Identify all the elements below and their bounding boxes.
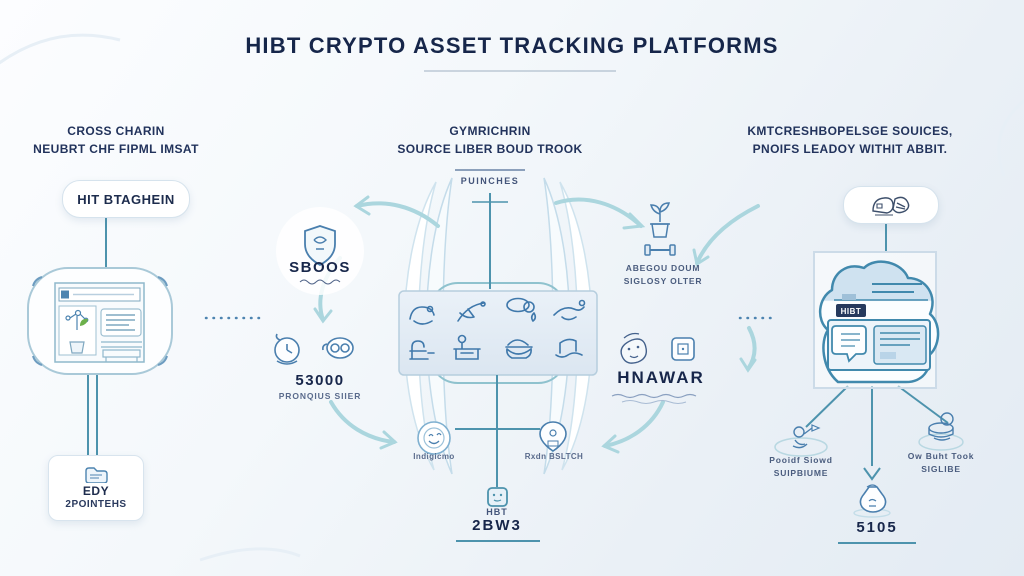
monitor-illustration — [27, 267, 173, 375]
background-flourishes — [0, 33, 1024, 562]
connector-lines — [87, 193, 949, 487]
chip-icon — [671, 337, 695, 361]
page-title: HIBT CRYPTO ASSET TRACKING PLATFORMS — [245, 33, 779, 58]
sprout-pot-icon — [650, 202, 670, 238]
cloud-dashboard-illustration: HIBT — [813, 251, 940, 389]
pin-label: Rxdn BSLTCH — [524, 452, 584, 461]
sboos-scribble — [299, 279, 341, 285]
coin-label: Indigicmo — [413, 452, 455, 461]
center-column-heading: GYMRICHRIN SOURCE LIBER BOUD TROOK — [397, 124, 583, 156]
map-pin-icon — [539, 421, 567, 452]
card-title: EDY — [82, 484, 110, 498]
right-pill-badge — [843, 186, 939, 224]
stat-label: PRONQIUS SIIER — [278, 391, 362, 401]
dumbbell-icon — [644, 244, 676, 256]
coin-face-icon — [417, 421, 451, 455]
cube-icon — [487, 487, 508, 507]
left-pill-badge: HIT BTAGHEIN — [62, 180, 190, 218]
right-stat-left: Pooidf Siowd SUIPBIUME — [769, 455, 833, 478]
shield-icon — [276, 207, 364, 295]
down-arrow-icon — [863, 467, 881, 481]
cloud-tab — [836, 304, 866, 317]
face-doodle-icon — [620, 332, 648, 364]
stat-value: 53000 — [295, 372, 345, 389]
folder-icon — [85, 467, 108, 483]
hbt-label: HBT — [486, 507, 508, 517]
card-subtitle: 2POINTEHS — [65, 499, 127, 510]
left-column-heading: CROSS CHARIN NEUBRT CHF FIPML IMSAT — [33, 124, 199, 156]
left-bottom-card: EDY 2POINTEHS — [48, 455, 144, 521]
hnawar-label: HNAWAR — [617, 368, 705, 387]
right-bottom-value: 5105 — [856, 519, 898, 536]
puinches-label: PUINCHES — [460, 176, 520, 186]
swoosh-arrows — [313, 195, 760, 454]
hnawar-scribble — [611, 393, 697, 404]
right-stat-right: Ow Buht Took SIGLIBE — [907, 451, 975, 474]
bottom-value: 2BW3 — [472, 517, 522, 534]
money-bag-icon — [853, 484, 891, 518]
center-icon-panel — [398, 290, 598, 376]
sketch-doodle — [872, 196, 910, 216]
growth-label: ABEGOU DOUM SIGLOSY OLTER — [623, 263, 703, 286]
panel-doodle-icons — [409, 297, 586, 360]
goggles-doodle-icon — [322, 337, 354, 359]
sboos-label: SBOOS — [289, 259, 351, 276]
text-underlines — [456, 540, 916, 544]
cloud-tab-label: HIBT — [841, 307, 862, 316]
clock-doodle-icon — [274, 333, 300, 365]
person-doodle-icon — [774, 424, 828, 457]
right-column-heading: KMTCRESHBOPELSGE SOUICES, PNOIFS LEADOY … — [747, 124, 953, 156]
coins-doodle-icon — [918, 412, 964, 451]
